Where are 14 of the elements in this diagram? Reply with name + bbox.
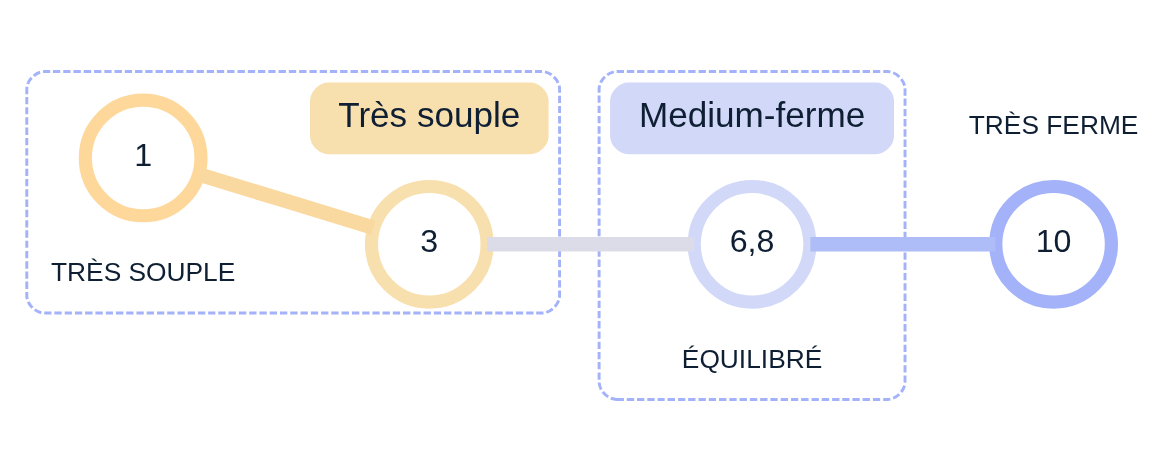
node-box: Très souple: [310, 82, 549, 154]
node-box: Medium-ferme: [610, 82, 895, 154]
node-label: ÉQUILIBRÉ: [681, 343, 823, 374]
connector: [487, 236, 695, 252]
cluster: [25, 69, 562, 315]
cluster: [597, 69, 907, 401]
node-circle: 3: [364, 179, 494, 309]
node-label: TRÈS SOUPLE: [50, 256, 236, 287]
node-label: TRÈS FERME: [968, 109, 1139, 140]
connector: [810, 236, 996, 252]
node-circle: 10: [989, 179, 1118, 309]
node-circle: 6,8: [687, 179, 817, 309]
connector: [197, 167, 376, 235]
node-circle: 1: [78, 93, 208, 222]
